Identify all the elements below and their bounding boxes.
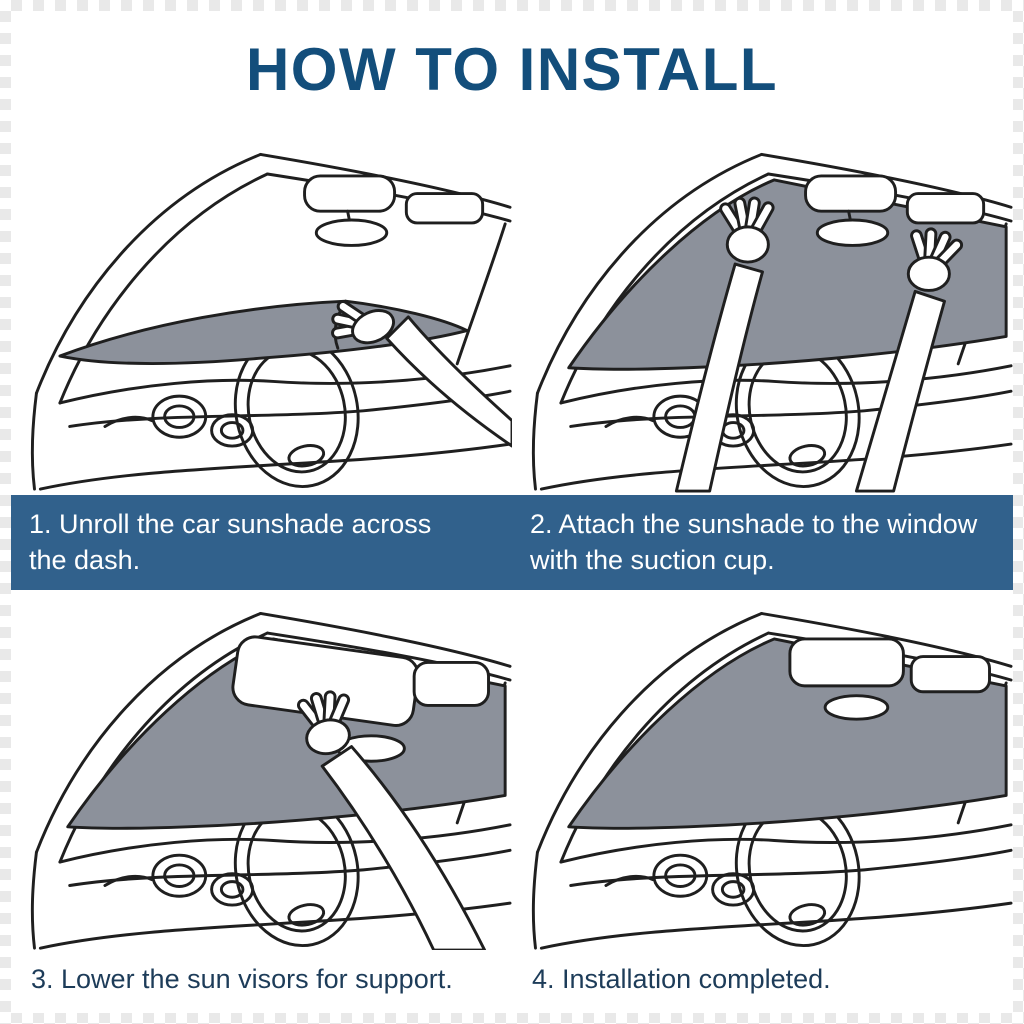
passenger-visor-shape — [909, 655, 991, 694]
passenger-visor-shape — [412, 660, 490, 707]
dome-light-shape — [823, 694, 890, 721]
title-bar: HOW TO INSTALL — [11, 11, 1013, 127]
hand-icon — [906, 227, 964, 292]
step2-caption: 2. Attach the sunshade to the window wit… — [530, 509, 978, 575]
content-area: HOW TO INSTALL — [11, 11, 1013, 1013]
sun-visor-shape — [788, 637, 905, 688]
step4-caption: 4. Installation completed. — [532, 964, 831, 995]
step3-illustration — [30, 612, 512, 951]
step1-illustration — [30, 152, 512, 495]
step1-caption: 1. Unroll the car sunshade across the da… — [29, 509, 432, 575]
step3-caption: 3. Lower the sun visors for support. — [31, 964, 453, 995]
arm-shape — [320, 745, 487, 951]
hand-icon — [296, 690, 351, 756]
step4-illustration — [531, 612, 1013, 951]
hand-icon — [719, 196, 775, 264]
arm-shape — [385, 315, 512, 448]
caption-banner: 1. Unroll the car sunshade across the da… — [11, 495, 1013, 590]
arm-shape — [674, 262, 764, 493]
page-title: HOW TO INSTALL — [245, 35, 779, 103]
rearview-mirror-icon — [303, 174, 485, 247]
arm-shape — [854, 289, 946, 493]
step2-illustration — [531, 152, 1013, 495]
hand-icon — [331, 300, 395, 345]
bottom-caption-row: 3. Lower the sun visors for support. 4. … — [11, 950, 1013, 1013]
illustration-row-bottom — [11, 590, 1013, 951]
illustration-row-top — [11, 127, 1013, 495]
